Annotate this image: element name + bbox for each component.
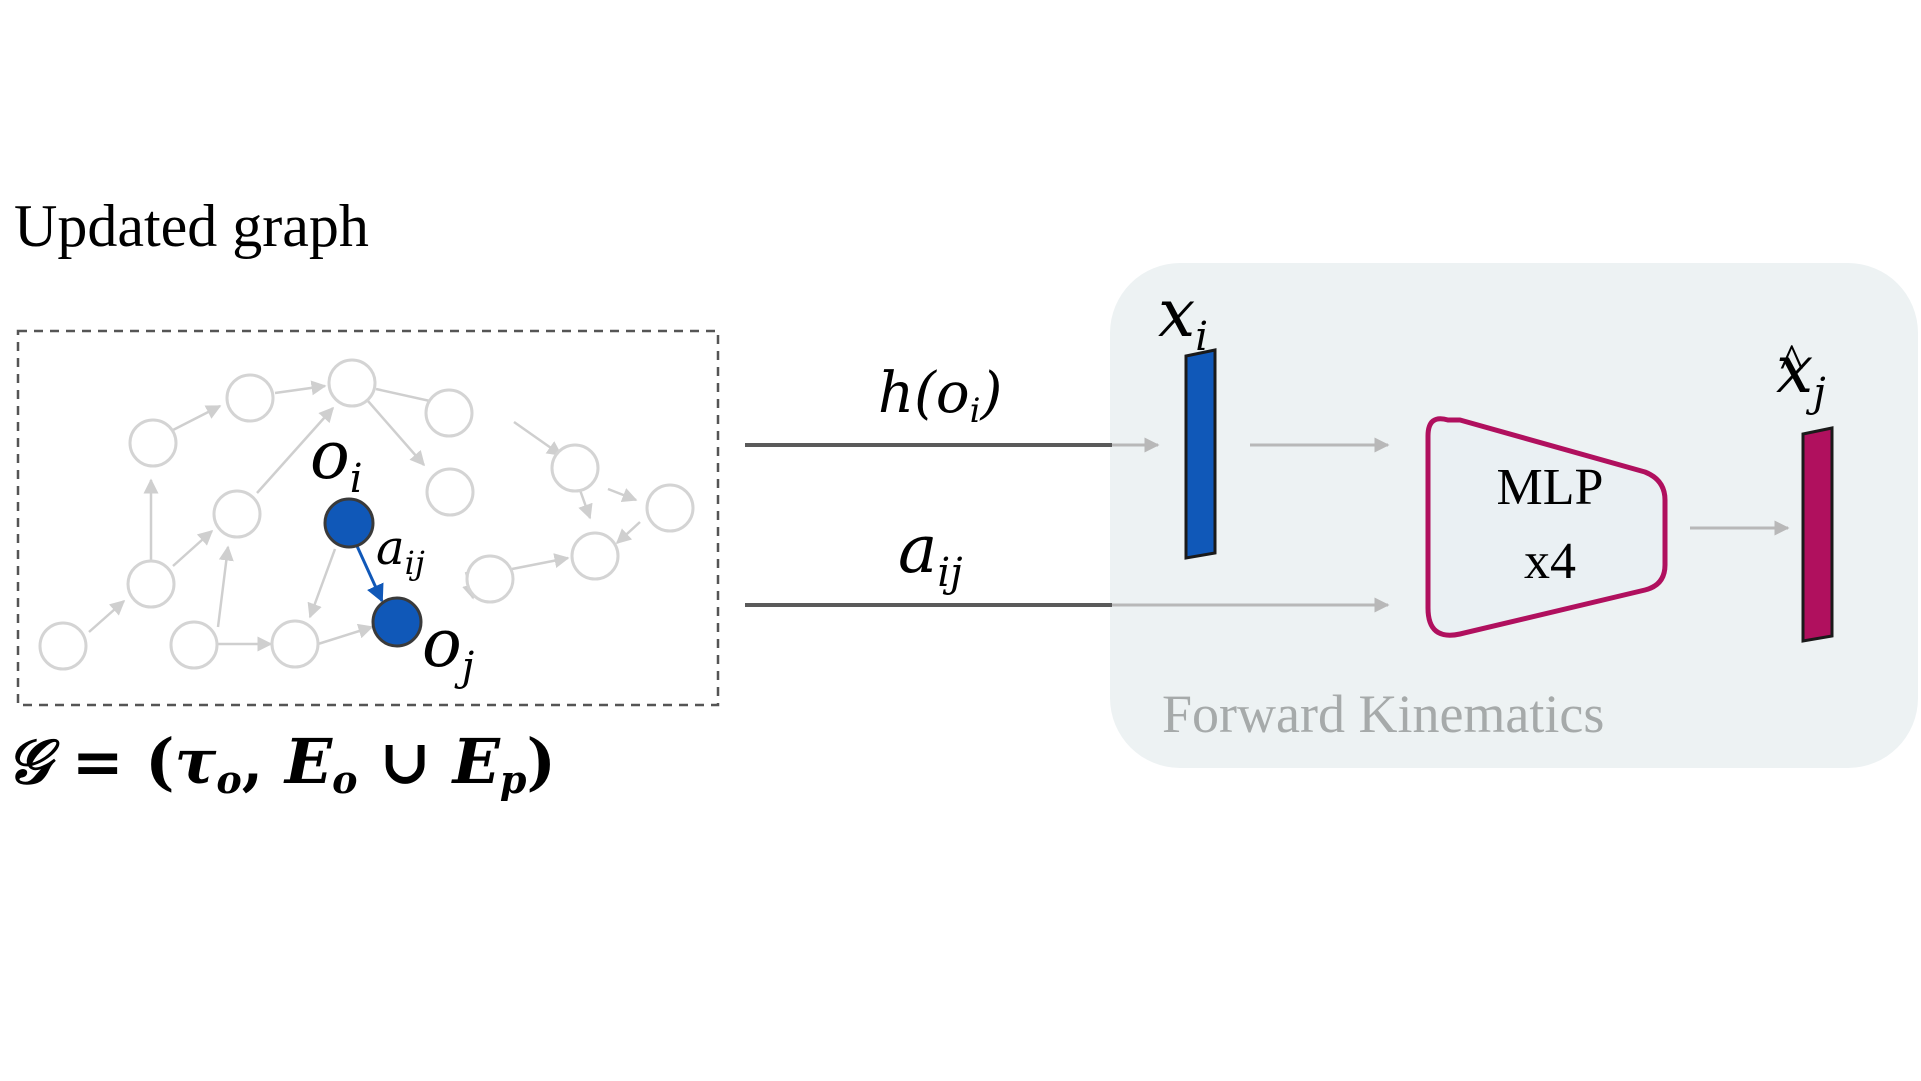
vector-x-hat-j — [1801, 426, 1834, 643]
graph-edge — [578, 489, 593, 520]
graph-node — [212, 489, 262, 539]
graph-node — [550, 443, 600, 493]
graph-node — [169, 620, 219, 670]
graph-node — [38, 621, 88, 671]
graph-formula: 𝒢 = (τo, Eo ∪ Ep) — [6, 725, 556, 802]
label-h-oi: h(oi) — [878, 361, 1002, 431]
graph-node — [126, 559, 176, 609]
graph-edge — [88, 600, 126, 633]
graph-node — [270, 619, 320, 669]
graph-nodes — [38, 358, 695, 671]
label-input-a-ij: aij — [898, 511, 963, 596]
mlp-block — [1425, 416, 1668, 638]
graph-edge — [307, 548, 337, 619]
graph-edge — [274, 380, 327, 396]
mlp-label: MLP — [1497, 459, 1604, 516]
vector-x-i — [1184, 348, 1217, 560]
label-a-ij: aij — [376, 520, 425, 582]
graph-node — [645, 483, 695, 533]
hat-accent: ^ — [1780, 333, 1803, 389]
graph-node — [128, 418, 178, 468]
highlighted-edge-aij — [355, 545, 384, 603]
graph-edge — [172, 404, 222, 432]
graph-node — [327, 358, 377, 408]
graph-edge — [367, 400, 425, 467]
graph-edge — [615, 521, 641, 545]
node-o-j — [371, 596, 423, 648]
label-x-hat-j: xj — [1776, 331, 1826, 416]
graph-edge — [511, 553, 570, 571]
graph-dashed-box — [16, 329, 720, 707]
graph-node — [424, 388, 474, 438]
graph-edge — [317, 623, 374, 646]
label-x-i: xi — [1158, 275, 1208, 360]
graph-title: Updated graph — [14, 193, 369, 259]
graph-node — [570, 531, 620, 581]
graph-edge — [513, 420, 563, 457]
fk-caption: Forward Kinematics — [1162, 684, 1604, 744]
graph-edge — [607, 487, 638, 503]
label-o-j: oj — [422, 605, 474, 690]
node-o-i — [323, 497, 375, 549]
mlp-multiplier: x4 — [1524, 533, 1576, 590]
label-o-i: oi — [310, 417, 363, 502]
graph-edge — [172, 529, 214, 567]
graph-edge — [256, 406, 334, 494]
graph-edge — [216, 545, 234, 628]
graph-node — [425, 467, 475, 517]
graph-node — [465, 554, 515, 604]
graph-node — [225, 373, 275, 423]
